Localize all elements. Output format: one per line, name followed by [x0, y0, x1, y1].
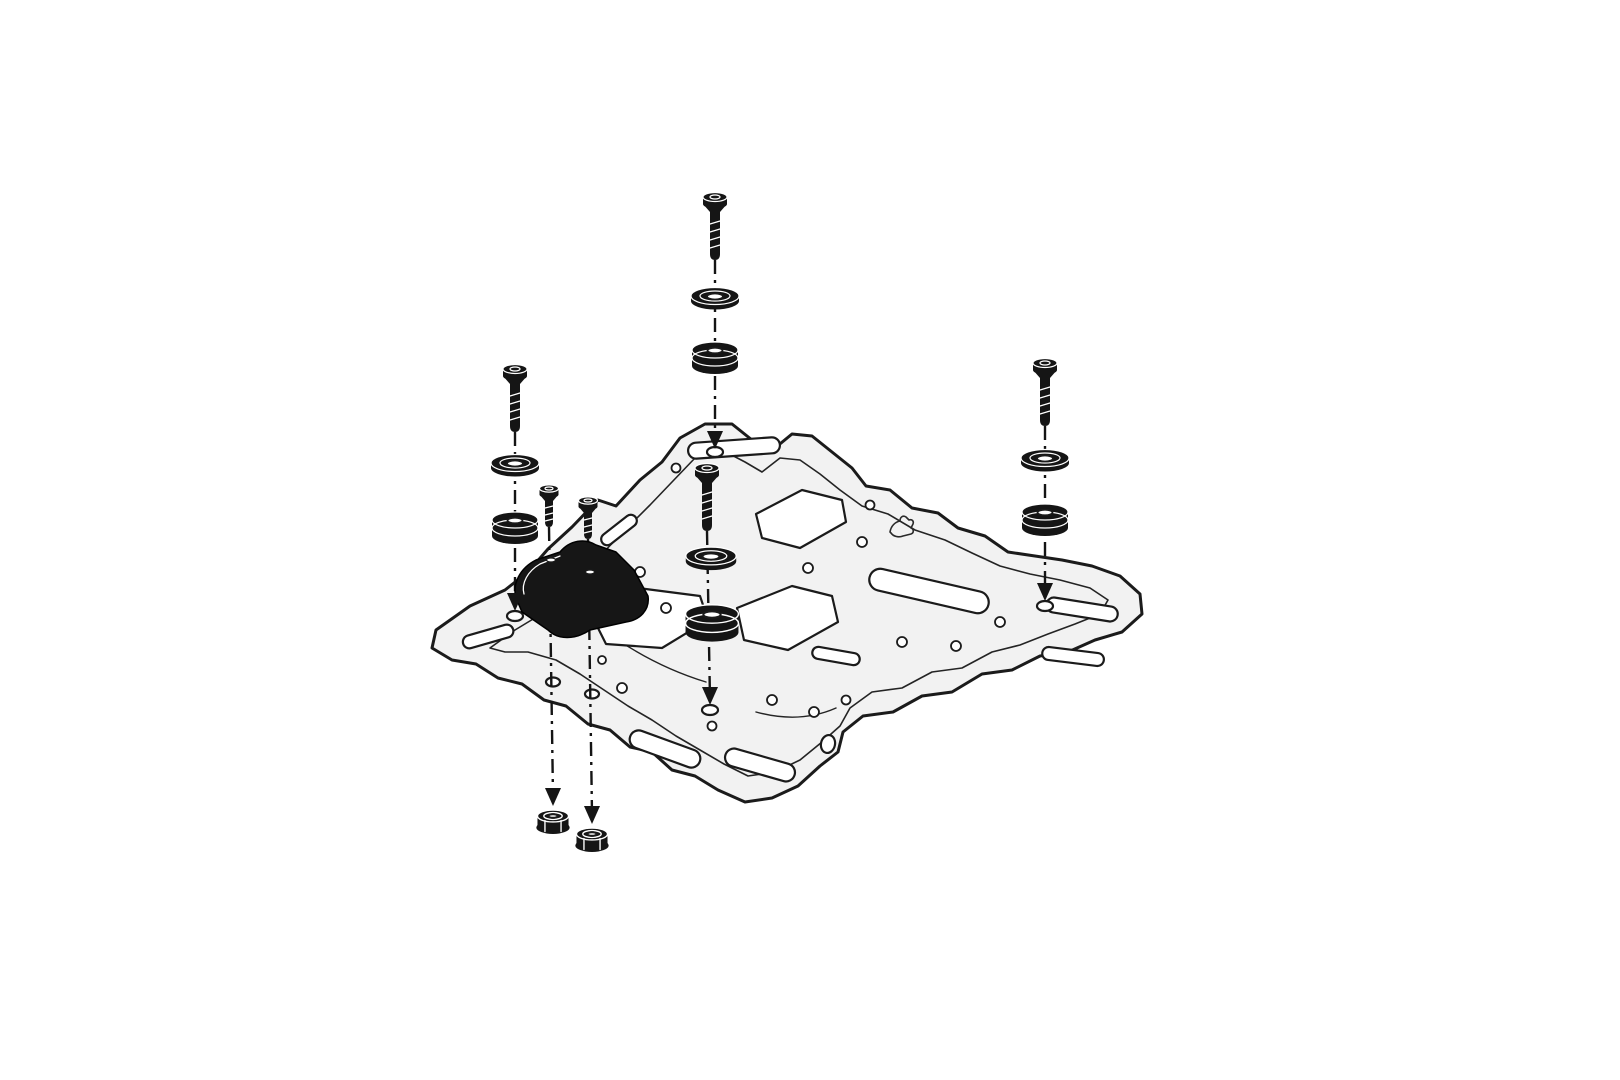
nut-bracket-right [574, 826, 610, 853]
nut-bracket-left [535, 808, 571, 835]
screw-right [1032, 357, 1058, 427]
slot-cutout [461, 623, 515, 650]
mounting-hole [700, 703, 720, 717]
plate-hole [840, 694, 852, 706]
plate-hole [616, 682, 628, 694]
slot-cutout [868, 567, 990, 615]
plate-hole [808, 706, 820, 718]
slot-cutout [1041, 645, 1105, 668]
plate-hole [597, 655, 607, 665]
arrow-icon [584, 806, 600, 824]
grommet-left [491, 511, 539, 545]
washer-right [1020, 448, 1070, 473]
mounting-hole [544, 676, 562, 688]
plate-hole [994, 616, 1006, 628]
screw-bracket-left [538, 484, 560, 528]
assembly-axis-bracket-right [586, 538, 594, 815]
polygon-cutout [735, 584, 840, 652]
grommet-right [1021, 503, 1069, 537]
bracket-hole [545, 557, 557, 563]
mounting-bracket-body [514, 540, 649, 639]
assembly-axis-bracket-left [547, 526, 555, 797]
mounting-holes [505, 445, 1055, 717]
mounting-hole [583, 688, 601, 700]
plate-ridge-line [755, 707, 837, 718]
plate-hole [896, 636, 908, 648]
polygon-cutout [754, 488, 848, 550]
plate-hole [864, 499, 876, 511]
washer-top-center [690, 286, 740, 311]
mounting-hole [1035, 599, 1055, 613]
plate-hole [706, 720, 718, 732]
plate-hole [950, 640, 962, 652]
arrow-icon [545, 788, 561, 806]
bracket-hole [584, 569, 596, 575]
grommet-center [684, 603, 740, 643]
slot-cutout [600, 513, 638, 547]
plate-hole [670, 462, 682, 474]
oval-cutout [819, 733, 837, 755]
plate-holes [597, 462, 1006, 732]
washer-center [684, 546, 738, 572]
slot-cutout [723, 747, 797, 783]
mounting-bracket [514, 540, 649, 639]
plate-hole [856, 536, 868, 548]
plate-hole [766, 694, 778, 706]
slot-cutout [811, 645, 861, 667]
logo-mark [889, 515, 915, 538]
slot-cutout [628, 729, 702, 769]
plate-hole [802, 562, 814, 574]
screw-left [502, 363, 528, 433]
screw-top-center [702, 191, 728, 261]
washer-left [490, 453, 540, 478]
grommet-top-center [691, 341, 739, 375]
plate-hole [660, 602, 672, 614]
mounting-hole [505, 609, 525, 623]
mounting-bracket-highlight [522, 555, 561, 595]
